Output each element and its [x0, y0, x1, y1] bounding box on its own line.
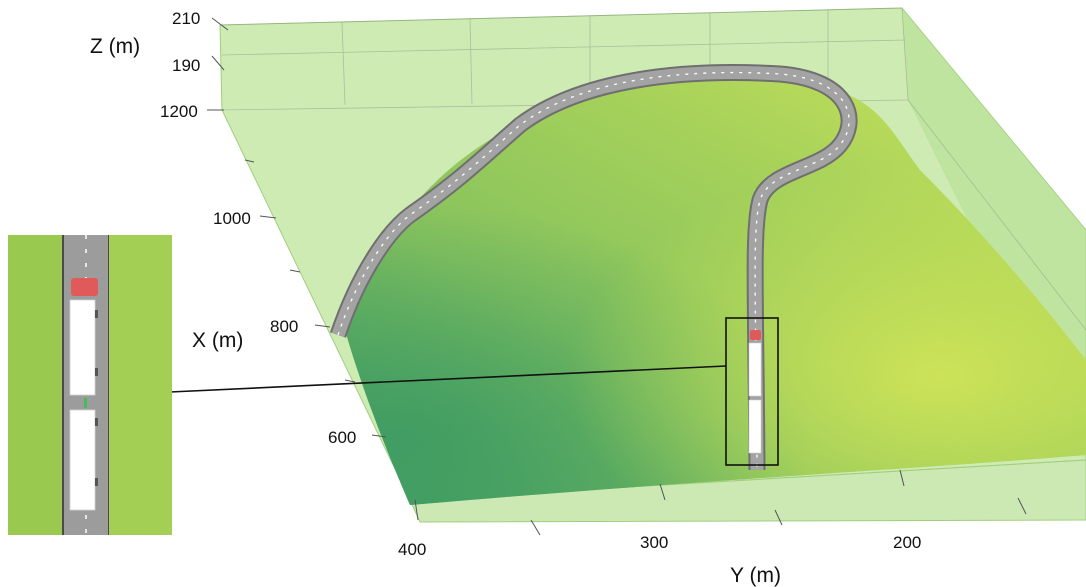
- x-tick-800: 800: [270, 317, 298, 336]
- inset-green-left: [8, 235, 62, 535]
- inset-trailer-rear: [69, 409, 96, 511]
- y-tick-200: 200: [893, 533, 921, 552]
- callout-line: [169, 365, 727, 393]
- y-tick-400: 400: [398, 540, 426, 559]
- x-tick-600: 600: [328, 428, 356, 447]
- terrain-shade-light: [345, 74, 1086, 505]
- inset-trailer-front: [69, 299, 96, 396]
- inset-green-right: [109, 235, 172, 535]
- terrain-surface: [345, 74, 1086, 505]
- x-tick-1000: 1000: [213, 209, 251, 228]
- axis-ticks: [207, 17, 1027, 536]
- y-tick-300: 300: [640, 533, 668, 552]
- z-axis-title: Z (m): [90, 35, 140, 58]
- z-tick-190: 190: [172, 56, 200, 75]
- highlight-frame: [725, 317, 779, 466]
- truck-icon: [748, 330, 762, 454]
- road-lane: [331, 66, 856, 471]
- y-axis-title: Y (m): [730, 564, 781, 587]
- box-bottom-face: [409, 459, 1086, 523]
- road: [329, 64, 858, 471]
- x-axis-title: X (m): [192, 329, 243, 352]
- zoom-inset: [8, 235, 172, 535]
- trailer-front: [748, 342, 762, 397]
- z-tick-210: 210: [172, 9, 200, 28]
- x-tick-1200: 1200: [160, 102, 198, 121]
- inset-coupling: [84, 398, 87, 408]
- truck-cab: [750, 330, 761, 340]
- inset-truck-cab: [71, 278, 98, 296]
- trailer-rear: [748, 399, 762, 454]
